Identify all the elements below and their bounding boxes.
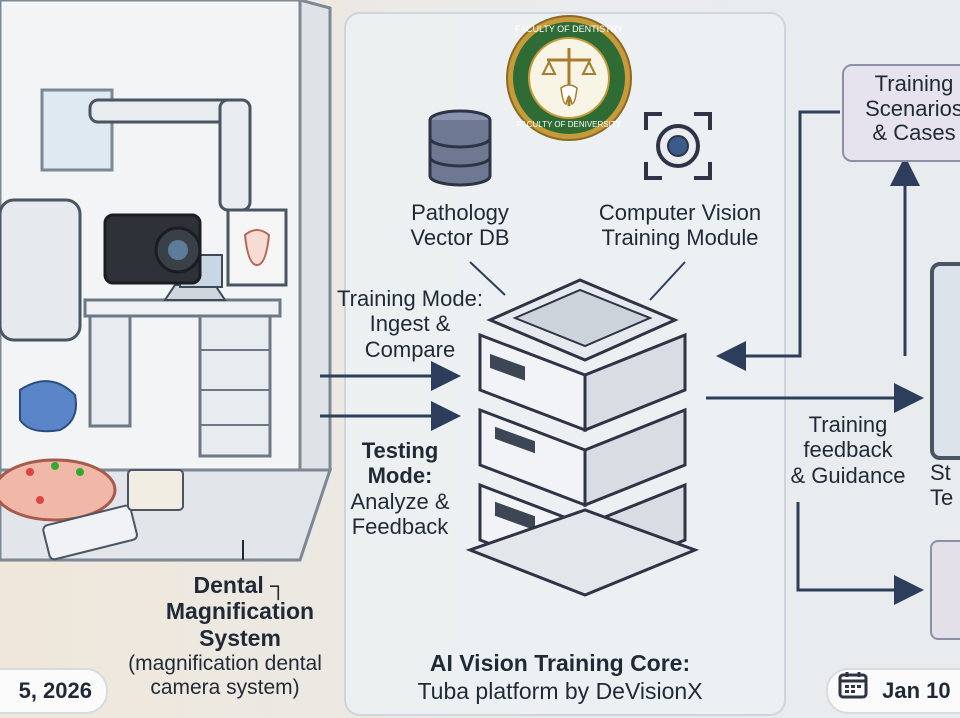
- db-pointer-line: [469, 261, 506, 296]
- station-line: St: [930, 460, 951, 485]
- gloved-hand: [19, 380, 77, 433]
- station-line: Te: [930, 485, 954, 511]
- training-mode-line: Ingest &: [369, 311, 451, 337]
- desk-drawer-right: [198, 314, 272, 458]
- core-subtitle: Tuba platform by DeVisionX: [417, 678, 703, 704]
- core-title: AI Vision Training Core:: [429, 650, 691, 676]
- microscope-head: [0, 198, 82, 342]
- report-box: [930, 540, 960, 640]
- scenarios-line: & Cases: [872, 120, 956, 146]
- scenarios-arrow: [716, 110, 840, 371]
- testing-mode-line: Mode:: [367, 463, 433, 489]
- system-title-line: System: [199, 624, 281, 651]
- training-mode-line: Training Mode:: [337, 286, 483, 311]
- tablet-device-icon: [930, 262, 960, 460]
- station-label: St Te: [930, 460, 960, 511]
- feedback-line: & Guidance: [790, 462, 906, 488]
- feedback-label: Training feedback & Guidance: [780, 412, 916, 488]
- instrument-tray: [42, 504, 138, 561]
- system-subtitle-line: camera system): [150, 676, 300, 700]
- tooth-samples: [127, 469, 184, 511]
- scenarios-line: Training: [874, 71, 954, 96]
- training-mode-label: Training Mode: Ingest & Compare: [320, 286, 500, 362]
- date-text: Jan 10: [882, 678, 951, 703]
- date-text: 5, 2026: [18, 678, 92, 703]
- vision-camera-icon: [640, 108, 716, 189]
- guidance-arrow: [796, 502, 924, 605]
- testing-mode-line: Analyze &: [350, 488, 450, 514]
- tooth-xray-icon: [243, 229, 271, 267]
- cv-label-line: Training Module: [601, 225, 759, 251]
- cv-module-label: Computer Vision Training Module: [580, 200, 780, 251]
- training-mode-line: Compare: [364, 336, 456, 362]
- system-subtitle: (magnification dental camera system): [100, 652, 350, 700]
- date-badge-right: Jan 10: [826, 668, 960, 714]
- scenarios-line: Scenarios: [865, 95, 960, 121]
- seal-bottom-text: FACULTY OF DENIVERSITY: [516, 120, 622, 129]
- calendar-icon: [838, 671, 868, 713]
- testing-mode-label: Testing Mode: Analyze & Feedback: [340, 438, 460, 539]
- feedback-line: feedback: [803, 437, 893, 463]
- cv-label-line: Computer Vision: [598, 200, 762, 225]
- faculty-seal-icon: FACULTY OF DENTISTRY FACULTY OF DENIVERS…: [505, 14, 633, 142]
- system-title-line: Magnification: [165, 598, 315, 625]
- desk-drawer-left: [88, 314, 132, 428]
- testing-mode-line: Testing: [361, 438, 439, 463]
- database-icon: [425, 109, 495, 195]
- system-title: Dental ┐ Magnification System: [130, 572, 350, 651]
- system-title-line: Dental ┐: [193, 572, 287, 598]
- cv-pointer-line: [649, 261, 686, 301]
- db-label-line: Vector DB: [410, 225, 510, 251]
- seal-top-text: FACULTY OF DENTISTRY: [514, 24, 624, 34]
- server-stack-icon: [460, 260, 700, 605]
- feedback-line: Training: [808, 412, 888, 437]
- db-label-line: Pathology: [411, 200, 509, 225]
- training-scenarios-box: Training Scenarios & Cases: [842, 64, 960, 162]
- date-badge-left: 5, 2026: [0, 668, 108, 714]
- testing-mode-line: Feedback: [351, 513, 449, 539]
- pathology-db-label: Pathology Vector DB: [390, 200, 530, 251]
- system-subtitle-line: (magnification dental: [128, 652, 322, 675]
- dental-room-illustration: [0, 0, 333, 562]
